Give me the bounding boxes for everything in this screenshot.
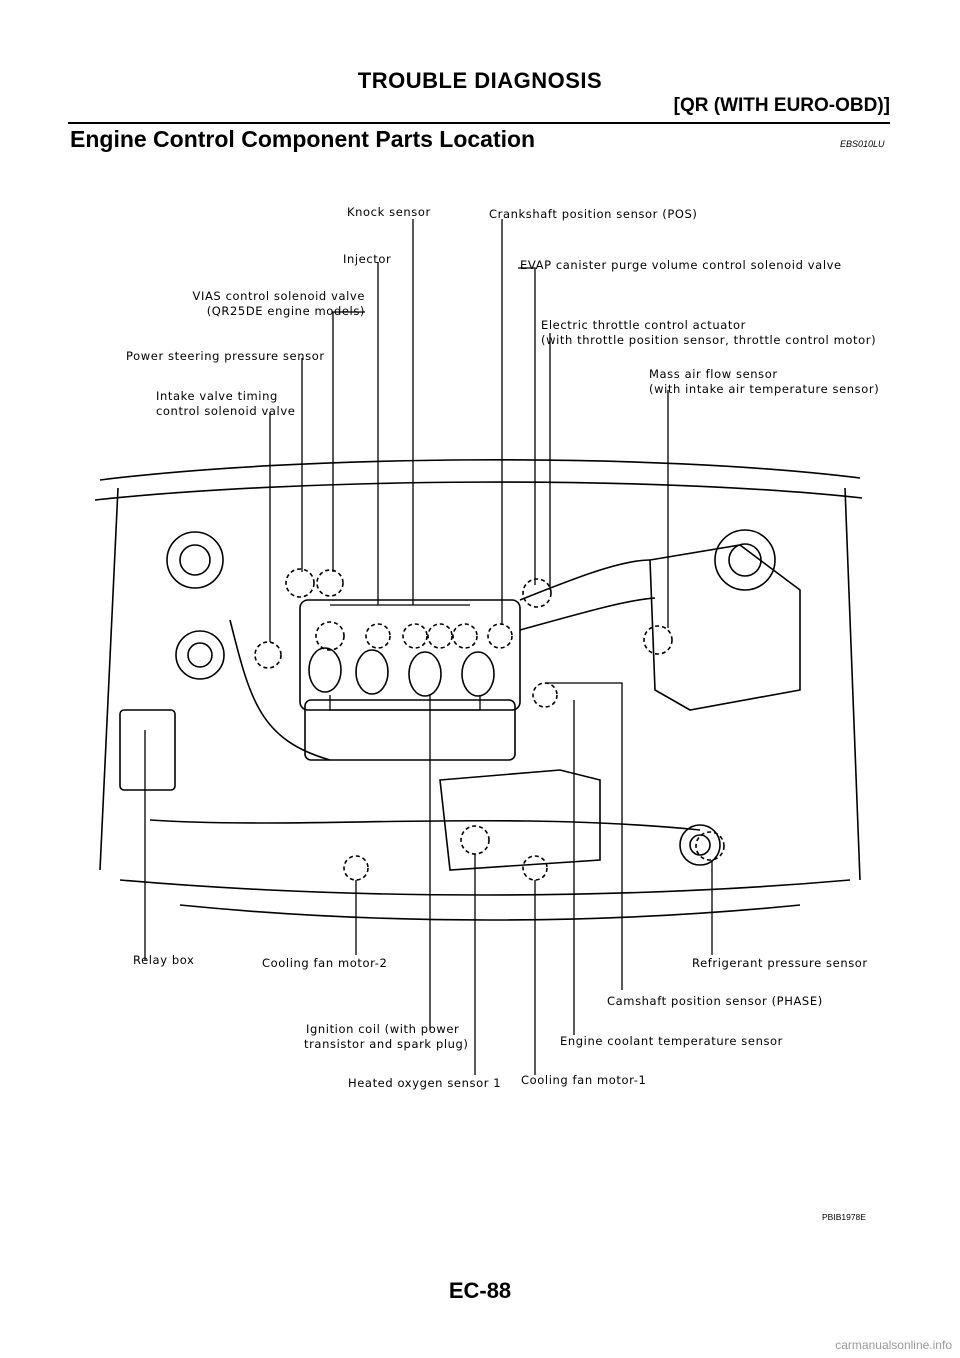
section-code: EBS010LU <box>840 139 885 149</box>
header-title: TROUBLE DIAGNOSIS <box>357 68 603 93</box>
engine-outline <box>94 459 863 921</box>
label-throttle-line1: Electric throttle control actuator <box>541 318 746 332</box>
figure-code: PBIB1978E <box>822 1212 866 1222</box>
label-knock-sensor: Knock sensor <box>347 205 431 219</box>
page-number: EC-88 <box>448 1278 512 1303</box>
label-evap-valve: EVAP canister purge volume control solen… <box>520 258 842 272</box>
label-maf-line1: Mass air flow sensor <box>649 367 778 381</box>
header-rule <box>68 122 890 124</box>
label-throttle-line2: (with throttle position sensor, throttle… <box>541 333 877 347</box>
leader-lines <box>144 219 713 1075</box>
label-vias-line1: VIAS control solenoid valve <box>192 289 365 303</box>
label-intake-timing-line1: Intake valve timing <box>156 389 278 403</box>
label-ignition-line2: transistor and spark plug) <box>304 1037 469 1051</box>
label-injector: Injector <box>343 252 392 266</box>
label-heated-o2: Heated oxygen sensor 1 <box>348 1076 502 1090</box>
label-ignition-line1: Ignition coil (with power <box>306 1022 460 1036</box>
label-maf-line2: (with intake air temperature sensor) <box>649 382 880 396</box>
component-highlights <box>254 568 725 881</box>
label-crankshaft-sensor: Crankshaft position sensor (POS) <box>489 207 698 221</box>
label-coolant-temp: Engine coolant temperature sensor <box>560 1034 784 1048</box>
label-refrigerant: Refrigerant pressure sensor <box>692 956 868 970</box>
label-intake-timing-line2: control solenoid valve <box>156 404 296 418</box>
label-camshaft: Camshaft position sensor (PHASE) <box>607 994 823 1008</box>
label-vias-line2: (QR25DE engine models) <box>206 304 365 318</box>
label-cooling-fan-1: Cooling fan motor-1 <box>521 1073 647 1087</box>
section-title: Engine Control Component Parts Location <box>70 126 536 152</box>
label-power-steering: Power steering pressure sensor <box>126 349 325 363</box>
label-cooling-fan-2: Cooling fan motor-2 <box>262 956 388 970</box>
footer-watermark: carmanualsonline.info <box>835 1338 952 1352</box>
label-relay-box: Relay box <box>133 953 195 967</box>
header-subtitle: [QR (WITH EURO-OBD)] <box>673 95 890 116</box>
